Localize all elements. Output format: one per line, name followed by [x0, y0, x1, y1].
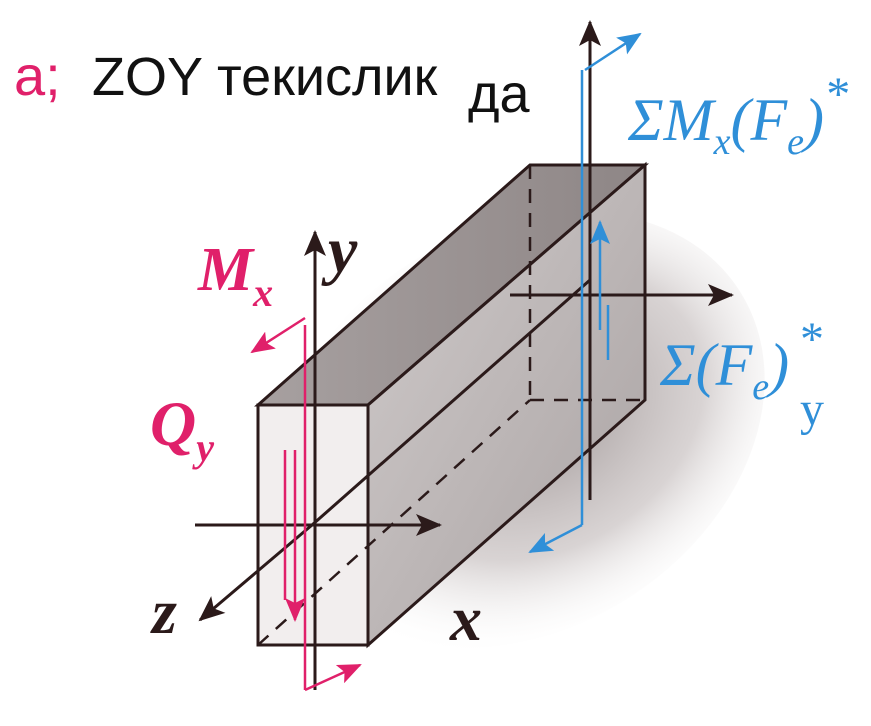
moment-arrow-top	[250, 316, 306, 354]
moment-x-label: Mx	[197, 236, 273, 315]
sum-force-subscript: y	[800, 383, 824, 436]
header-label: a;	[14, 44, 61, 107]
sum-force-label: Σ(Fe)	[659, 332, 789, 408]
sum-force-star: *	[800, 313, 824, 366]
moment-arrow-bottom	[304, 663, 362, 692]
z-axis-line	[198, 523, 313, 622]
header-plane: ZOY текислик	[92, 47, 438, 107]
axis-y-label: y	[321, 214, 358, 287]
beam-centerline	[311, 278, 591, 527]
axis-x-label: x	[449, 583, 482, 654]
sum-moment-arrow-bottom	[528, 523, 583, 554]
shear-y-label: Qy	[150, 388, 214, 470]
axis-z-label: z	[150, 576, 177, 647]
sum-moment-arrow-top	[584, 32, 642, 72]
header-suffix: да	[468, 64, 531, 124]
sum-moment-label: ΣMx(Fe)*	[627, 68, 848, 163]
